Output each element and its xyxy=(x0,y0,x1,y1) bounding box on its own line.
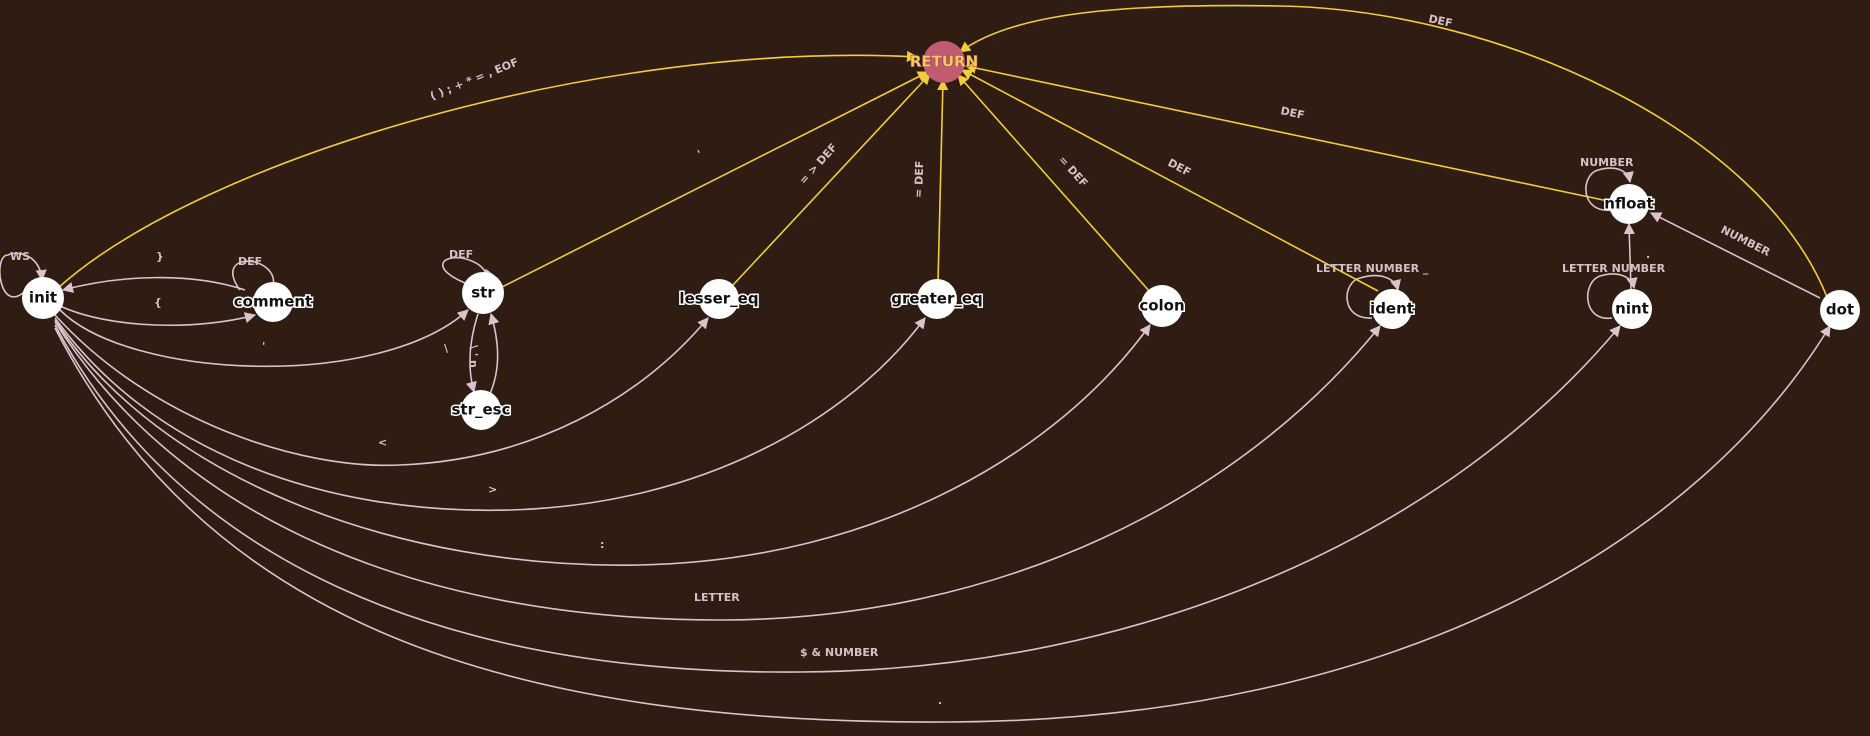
label-ident-self: LETTER NUMBER _ xyxy=(1316,262,1429,275)
node-comment-label: comment xyxy=(234,293,312,311)
node-colon[interactable]: colon xyxy=(1138,285,1186,327)
label-nfloat-self: NUMBER xyxy=(1580,156,1634,169)
label-init-comment: { xyxy=(154,296,162,309)
node-nint-label: nint xyxy=(1615,300,1649,318)
edge-init-comment xyxy=(57,304,257,326)
node-str-label: str xyxy=(471,284,495,302)
edge-nint-nfloat xyxy=(1623,222,1635,291)
node-nfloat-label: nfloat xyxy=(1604,195,1653,213)
label-colon-return: = DEF xyxy=(1056,153,1091,189)
label-init-return: ( ) ; + * = , EOF xyxy=(428,56,520,103)
edge-str-self xyxy=(441,256,495,286)
edge-colon-return xyxy=(957,74,1151,293)
edge-dot-return xyxy=(959,4,1828,298)
node-lesser-eq[interactable]: lesser_eq xyxy=(678,279,760,319)
edge-comment-init xyxy=(61,276,246,293)
label-str-self: DEF xyxy=(449,248,473,261)
label-init-ident: LETTER xyxy=(694,591,740,604)
label-init-nint: $ & NUMBER xyxy=(800,646,879,659)
edge-init-colon xyxy=(54,319,1151,566)
node-return[interactable]: RETURN xyxy=(909,41,979,83)
edge-nfloat-self xyxy=(1585,167,1634,211)
label-str-return: ' xyxy=(695,148,704,161)
edge-str-esc-str xyxy=(488,312,500,395)
edge-greater-eq-return xyxy=(937,78,949,283)
edge-init-lesser-eq xyxy=(54,314,709,467)
label-init-colon: : xyxy=(600,538,604,551)
node-return-label: RETURN xyxy=(910,53,978,71)
label-init-self: WS xyxy=(10,250,30,263)
node-lesser-eq-label: lesser_eq xyxy=(679,290,758,308)
edge-ident-return xyxy=(961,69,1379,292)
label-greater-eq-return: = DEF xyxy=(912,160,926,198)
label-init-greater-eq: > xyxy=(488,483,497,496)
node-greater-eq-label: greater_eq xyxy=(891,290,983,308)
edge-lesser-eq-return xyxy=(732,73,931,286)
label-nfloat-return: DEF xyxy=(1279,104,1305,122)
label-init-lesser-eq: < xyxy=(378,436,387,449)
label-ident-return: DEF xyxy=(1166,156,1193,179)
node-str[interactable]: str xyxy=(462,272,504,314)
node-init[interactable]: init xyxy=(22,277,64,319)
label-nint-nfloat: . xyxy=(1646,248,1650,261)
edge-init-ident xyxy=(54,321,1381,621)
edge-str-return xyxy=(501,71,929,288)
edge-init-greater-eq xyxy=(54,317,926,512)
label-comment-init: } xyxy=(156,250,164,263)
node-greater-eq[interactable]: greater_eq xyxy=(890,279,984,319)
node-str-esc-label: str_esc xyxy=(452,401,511,419)
edge-init-self xyxy=(0,252,47,298)
node-nfloat[interactable]: nfloat xyxy=(1603,184,1655,224)
edge-ident-self xyxy=(1346,274,1401,319)
node-colon-label: colon xyxy=(1139,297,1184,315)
node-comment[interactable]: comment xyxy=(232,282,314,322)
label-init-dot: . xyxy=(938,694,942,707)
node-dot[interactable]: dot xyxy=(1820,290,1860,330)
label-nint-self: LETTER NUMBER xyxy=(1562,262,1666,275)
label-str-esc-str: \ ' n xyxy=(467,345,480,368)
node-init-label: init xyxy=(29,289,57,307)
edge-init-nint xyxy=(54,324,1621,673)
edge-nint-self xyxy=(1587,273,1638,319)
edge-dot-nfloat xyxy=(1649,212,1821,299)
edge-init-return xyxy=(57,50,919,289)
node-nint[interactable]: nint xyxy=(1612,289,1652,329)
edge-nfloat-return xyxy=(964,62,1609,202)
label-dot-return: DEF xyxy=(1427,12,1453,30)
edge-init-dot xyxy=(54,325,1831,723)
label-str-str-esc: \ xyxy=(444,342,449,355)
label-comment-self: DEF xyxy=(238,255,262,268)
node-ident[interactable]: ident xyxy=(1369,289,1415,329)
label-dot-nfloat: NUMBER xyxy=(1719,223,1773,259)
label-lesser-eq-return: = > DEF xyxy=(797,141,840,187)
node-ident-label: ident xyxy=(1370,300,1414,318)
label-init-str: ' xyxy=(262,340,265,353)
edge-str-str-esc xyxy=(465,313,479,394)
edge-init-str xyxy=(59,309,469,368)
node-str-esc[interactable]: str_esc xyxy=(450,390,512,430)
node-dot-label: dot xyxy=(1826,301,1854,319)
